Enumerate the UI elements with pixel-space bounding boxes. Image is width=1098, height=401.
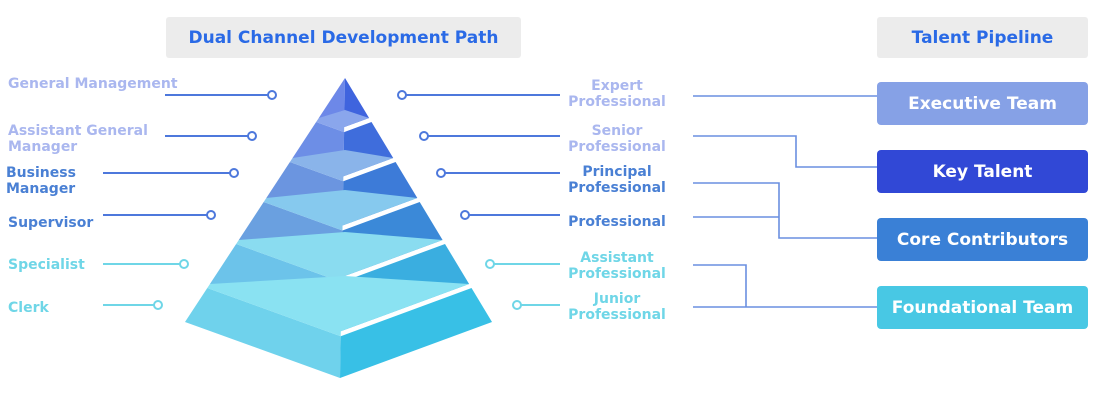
pipeline-key-talent: Key Talent [877,150,1088,193]
pipeline-foundational-team: Foundational Team [877,286,1088,329]
mgmt-level-specialist: Specialist [8,257,85,273]
pyramid-tier-ledge [263,190,418,231]
mgmt-level-business-manager: Business Manager [6,165,76,197]
mgmt-level-general-management: General Management [8,76,178,92]
prof-level-senior: Senior Professional [568,123,666,155]
pyramid-tier-ledge [236,232,443,283]
header-talent-pipeline: Talent Pipeline [877,17,1088,58]
pipeline-executive-team: Executive Team [877,82,1088,125]
mgmt-level-clerk: Clerk [8,300,49,316]
header-dual-channel: Dual Channel Development Path [166,17,521,58]
pipeline-core-contributors: Core Contributors [877,218,1088,261]
pyramid-tier-ledge [316,110,370,133]
pyramid-tier-left-face [185,288,341,378]
pyramid-tier-ledge [207,276,470,337]
prof-level-expert: Expert Professional [568,78,666,110]
mgmt-level-assistant-gm: Assistant General Manager [8,123,148,155]
prof-level-junior: Junior Professional [568,291,666,323]
prof-level-assistant: Assistant Professional [568,250,666,282]
prof-level-professional: Professional [568,214,666,230]
pyramid-tier-ledge [289,150,394,182]
pyramid-tier-right-face [340,288,492,378]
prof-level-principal: Principal Professional [568,164,666,196]
mgmt-level-supervisor: Supervisor [8,215,94,231]
